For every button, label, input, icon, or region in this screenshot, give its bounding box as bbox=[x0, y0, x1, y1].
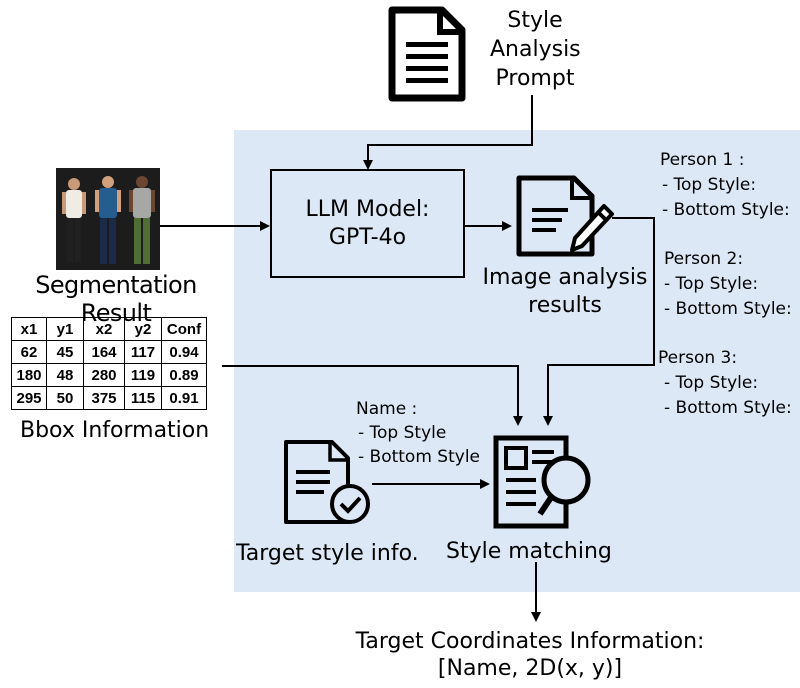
target-style-document-icon bbox=[284, 440, 370, 524]
pencil-icon bbox=[570, 204, 614, 252]
bbox-label: Bbox Information bbox=[20, 418, 210, 443]
arrow-prompt-to-llm bbox=[363, 95, 533, 170]
magnifier-icon bbox=[537, 455, 591, 516]
style-matching-icon bbox=[493, 435, 591, 529]
person-figure-3 bbox=[129, 176, 155, 264]
llm-line-1: LLM Model: bbox=[305, 196, 430, 222]
person-1-info: Person 1 : - Top Style: - Bottom Style: bbox=[660, 150, 790, 220]
llm-line-2: GPT-4o bbox=[328, 224, 407, 250]
arrow-bbox-to-matching bbox=[222, 365, 523, 426]
output-label: Target Coordinates Information: [Name, 2… bbox=[355, 629, 705, 681]
image-analysis-label: Image analysis results bbox=[482, 265, 648, 318]
style-prompt-label: Style Analysis Prompt bbox=[490, 8, 581, 91]
bbox-header-row: x1 y1 x2 y2 Conf bbox=[11, 317, 207, 341]
target-style-label: Target style info. bbox=[236, 541, 419, 566]
segmentation-label: Segmentation Result bbox=[35, 271, 197, 327]
arrow-analysis-to-matching bbox=[543, 217, 655, 426]
llm-model-box: LLM Model: GPT-4o bbox=[270, 169, 465, 278]
segmentation-image bbox=[56, 168, 160, 270]
person-figure-1 bbox=[62, 178, 86, 262]
person-2-info: Person 2: - Top Style: - Bottom Style: bbox=[664, 249, 792, 319]
name-style-info: Name : - Top Style - Bottom Style bbox=[356, 399, 480, 467]
check-badge-icon bbox=[330, 484, 370, 524]
style-matching-label: Style matching bbox=[446, 539, 612, 564]
analysis-document-icon bbox=[516, 175, 614, 257]
person-figure-2 bbox=[95, 176, 121, 264]
person-3-info: Person 3: - Top Style: - Bottom Style: bbox=[658, 348, 792, 418]
prompt-document-icon bbox=[388, 6, 466, 102]
